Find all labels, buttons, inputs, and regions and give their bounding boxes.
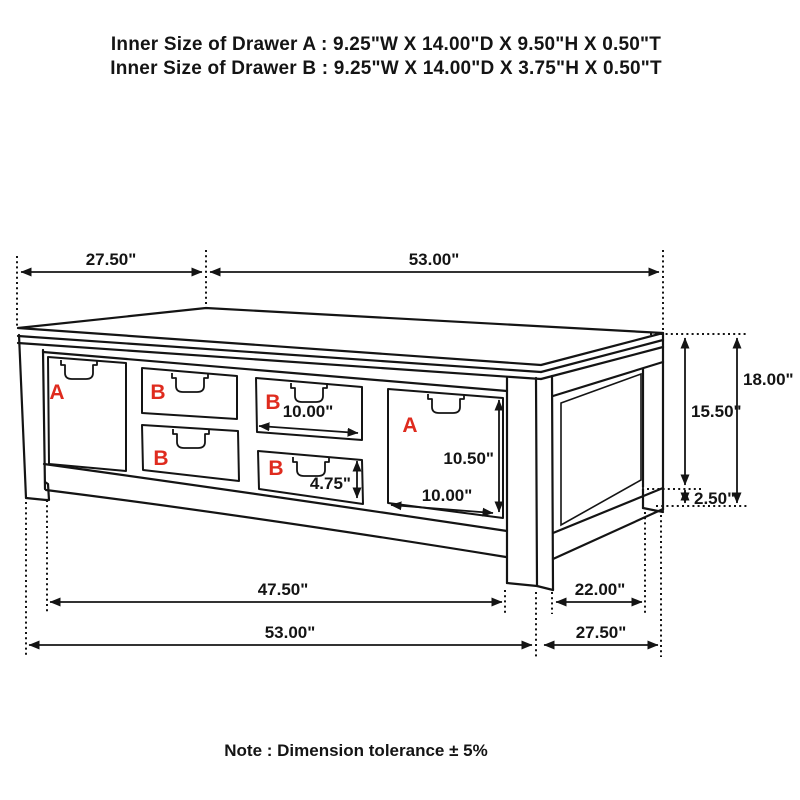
drawer-b-inner-size-text: Inner Size of Drawer B : 9.25"W X 14.00"… [110, 58, 662, 79]
label-drawer-a-right: A [402, 414, 417, 437]
tabletop-front-edge-bottom [16, 341, 543, 381]
drawer-b-col2-bottom-front [257, 450, 364, 505]
front-right-leg-right-edge [550, 374, 555, 592]
end-panel-opening-top [551, 360, 665, 398]
drawer-a-left-front [47, 356, 127, 472]
drawer-a-left-handle-icon [60, 360, 98, 380]
label-side-height: 15.50" [691, 402, 742, 421]
front-right-leg-bottom [505, 581, 555, 592]
label-foot-height: 2.50" [694, 489, 735, 508]
tabletop-right-edge-mid [539, 338, 665, 374]
drawer-b-col1-bottom-handle-icon [172, 429, 210, 449]
front-right-leg-corner-edge [534, 376, 539, 588]
label-drawer-a-left: A [49, 381, 64, 404]
label-drawer-b-height: 4.75" [310, 474, 351, 493]
drawer-b-col2-bottom-handle-icon [292, 457, 330, 477]
label-drawer-b-col1-top: B [150, 381, 165, 404]
extension-lines [16, 250, 748, 657]
drawer-letter-labels: A B B B B A [49, 381, 417, 480]
dimension-labels: 27.50" 53.00" 18.00" 15.50" 2.50" 10.00"… [86, 250, 794, 642]
front-rail-bottom-edge [44, 488, 508, 559]
drawer-a-inner-size-text: Inner Size of Drawer A : 9.25"W X 14.00"… [110, 34, 662, 55]
label-top-depth: 27.50" [86, 250, 137, 269]
label-drawer-b-col2-bottom: B [268, 457, 283, 480]
front-left-leg-bottom [24, 496, 48, 502]
label-bottom-depth: 27.50" [576, 623, 627, 642]
tolerance-note: Note : Dimension tolerance ± 5% [224, 741, 488, 760]
end-rail-top-edge [551, 486, 665, 535]
label-top-width: 53.00" [409, 250, 460, 269]
end-rail-bottom-edge [551, 507, 665, 561]
tabletop-surface [16, 306, 665, 367]
end-panel-inset-border [560, 372, 642, 527]
label-bottom-width: 53.00" [265, 623, 316, 642]
drawer-b-col1-bottom-front [141, 424, 240, 482]
table-drawing [16, 306, 665, 592]
label-drawer-b-col1-bottom: B [153, 447, 168, 470]
label-side-leg-span: 22.00" [575, 580, 626, 599]
label-drawer-b-width: 10.00" [283, 402, 334, 421]
front-left-leg-outer-edge [17, 333, 28, 500]
dimension-lines [20, 267, 742, 650]
drawer-b-col1-top-handle-icon [171, 373, 209, 393]
tabletop-front-edge-mid [16, 334, 543, 374]
front-rail-top-edge [42, 462, 509, 533]
label-drawer-a-width: 10.00" [422, 486, 473, 505]
dim-drawer-b-width-arrow [258, 422, 359, 437]
carcass-top-edge [41, 350, 509, 393]
back-right-leg-bottom [641, 506, 665, 514]
front-left-leg-inner-edge [41, 348, 47, 491]
dim-drawer-a-width-arrow [390, 501, 494, 517]
title-block: Inner Size of Drawer A : 9.25"W X 14.00"… [0, 33, 772, 81]
label-drawer-b-col2-top: B [265, 391, 280, 414]
drawer-a-right-handle-icon [427, 394, 465, 414]
label-overall-height: 18.00" [743, 370, 794, 389]
drawer-b-col1-top-front [141, 367, 238, 420]
label-drawer-a-height: 10.50" [443, 449, 494, 468]
tabletop-right-edge-bottom [539, 345, 665, 381]
label-front-leg-span: 47.50" [258, 580, 309, 599]
drawer-b-col2-top-handle-icon [290, 383, 328, 403]
